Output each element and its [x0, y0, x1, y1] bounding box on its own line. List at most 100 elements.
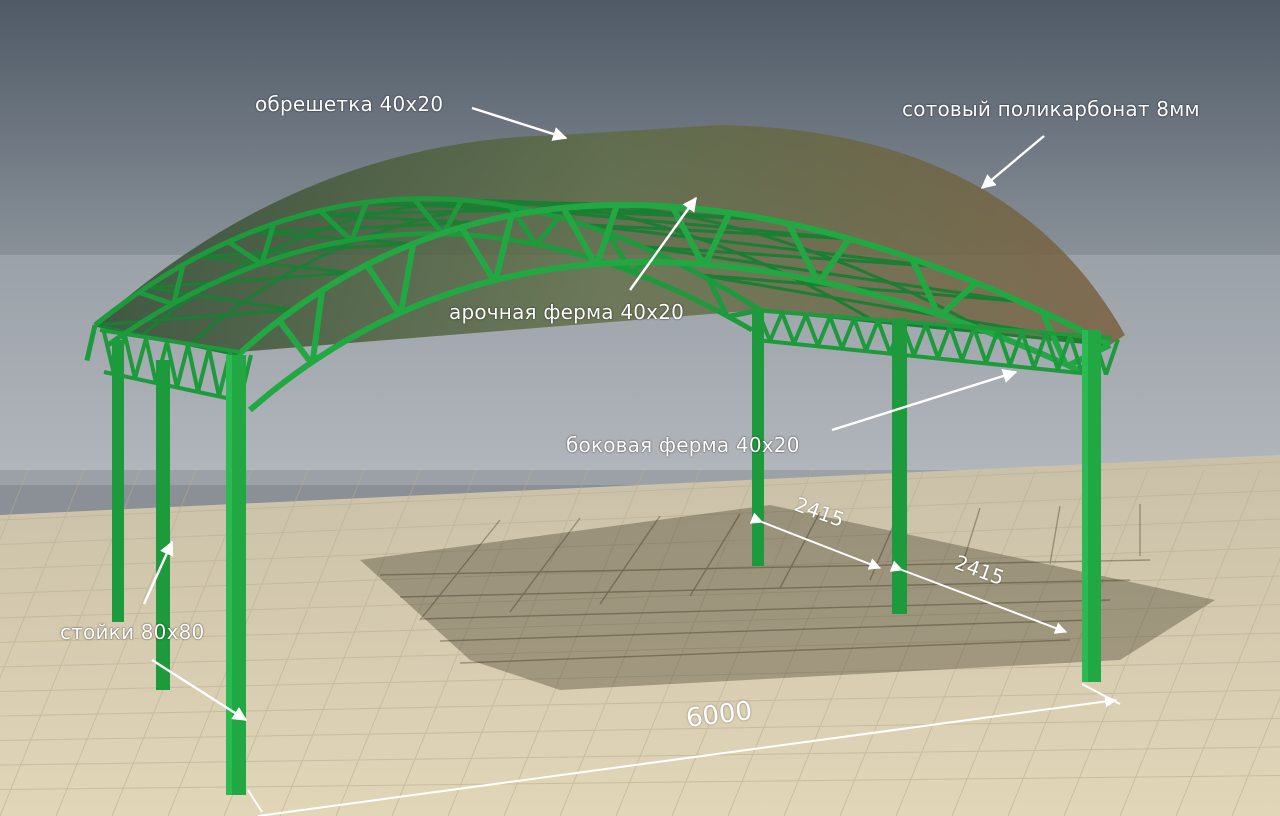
dimension-tick-left [247, 789, 263, 813]
dimension-line-span-2 [889, 560, 1068, 634]
dimension-tick-right [1081, 683, 1121, 705]
floor-tile-line [0, 547, 1280, 594]
front-arch-web [364, 263, 402, 315]
side-truss-web [972, 327, 988, 364]
arrow-side-truss [831, 369, 1018, 432]
side-truss-web [780, 312, 796, 345]
roof-diagonal [250, 221, 479, 234]
front-arch-web [817, 237, 852, 284]
shadow-line [599, 515, 661, 605]
dimension-line-total [257, 695, 1118, 816]
side-truss-web [984, 329, 1000, 364]
side-truss-top-chord [751, 308, 1113, 340]
side-truss-web [948, 325, 964, 361]
left-truss-web [175, 344, 190, 389]
floor-tile-line [615, 469, 757, 816]
front-arch-web [309, 289, 326, 362]
front-arch-web [785, 222, 820, 283]
arrow-polycarbonate [980, 135, 1045, 189]
back-arch-web [84, 324, 98, 362]
side-truss-bottom-chord [755, 338, 1101, 377]
side-truss-web [996, 329, 1012, 366]
canopy-shadow [360, 505, 1215, 690]
arrow-lathing [471, 106, 568, 141]
left-truss-web [133, 338, 148, 380]
label-arch-truss: арочная ферма 40x20 [449, 300, 685, 324]
back-arch-web [226, 239, 263, 266]
roof-purlin [641, 245, 934, 268]
front-arch-web [458, 225, 497, 282]
back-arch-web [706, 278, 730, 318]
posts-group [112, 308, 1101, 795]
left-truss-web [144, 338, 158, 384]
shadow-line [509, 517, 581, 613]
floor-tile-line [0, 490, 1280, 545]
back-arch-web [441, 198, 464, 235]
floor-tile-line [335, 469, 477, 816]
post-back-right-1 [752, 308, 764, 566]
back-arch-web [318, 208, 353, 243]
post-mid-left [156, 360, 170, 690]
front-arch-web [669, 205, 706, 266]
roof-purlin [583, 223, 850, 241]
side-truss-web [1068, 335, 1084, 373]
shadow-line [1049, 505, 1061, 565]
roof-diagonal [583, 223, 934, 268]
floor-tile-line [1007, 469, 1149, 816]
label-side-truss: боковая ферма 40x20 [566, 433, 800, 457]
label-posts: стойки 80x80 [60, 620, 205, 644]
roof-purlin [198, 255, 352, 275]
left-truss-top-chord [99, 328, 241, 354]
back-arch-web [171, 264, 186, 305]
dimension-lines [247, 512, 1121, 816]
front-arch-truss [228, 202, 1112, 428]
label-polycarbonate: сотовый поликарбонат 8мм [902, 97, 1200, 121]
post-front-left-highlight [226, 355, 232, 795]
side-truss-web [840, 317, 856, 349]
post-front-right-highlight [1082, 330, 1088, 682]
arrow-post-front [151, 658, 248, 722]
tiled-floor [0, 455, 1280, 816]
floor-tile-line [0, 661, 1280, 692]
floor-tile-line [895, 469, 1037, 816]
front-arch-web [492, 214, 515, 281]
floor-tile-line [1063, 469, 1205, 816]
back-arch-inner-chord [106, 231, 754, 348]
floor-tile-line [1231, 696, 1280, 816]
side-truss-web [828, 315, 844, 349]
left-truss-web [196, 348, 211, 393]
floor-tile-line [503, 469, 645, 816]
front-arch-inner-chord [248, 259, 1102, 413]
floor-tile-line [559, 469, 701, 816]
arrow-post-mid [142, 540, 174, 605]
floor-tile-line [0, 689, 1280, 717]
floor-tile-line [0, 469, 85, 679]
floor-tile-line [1119, 469, 1261, 816]
front-arch-web [938, 280, 979, 318]
back-arch-web [138, 290, 174, 307]
roof-diagonal [94, 308, 294, 327]
side-truss-web [1008, 331, 1024, 366]
floor-tile-line [391, 469, 533, 816]
front-arch-web [909, 257, 941, 316]
label-lathing: обрешетка 40x20 [255, 92, 444, 116]
shadow-line [689, 513, 741, 597]
front-arch-web [702, 211, 733, 266]
floor-tile-line [0, 632, 1280, 668]
side-truss-web [1044, 333, 1060, 371]
side-truss-web [804, 314, 820, 347]
floor-tile-line [279, 469, 421, 816]
front-arch-web [560, 206, 598, 266]
roof-diagonal [469, 199, 769, 221]
post-back-left [112, 340, 124, 622]
left-truss-web [123, 334, 137, 379]
side-truss-web [816, 315, 832, 347]
dimension-line-span-1 [749, 512, 882, 570]
roof-purlin [145, 285, 294, 312]
side-truss-web [1020, 331, 1036, 369]
front-arch-web [276, 318, 314, 365]
floor-tile-line [1175, 557, 1280, 816]
left-truss-web [207, 348, 221, 397]
side-truss-web [912, 323, 928, 357]
